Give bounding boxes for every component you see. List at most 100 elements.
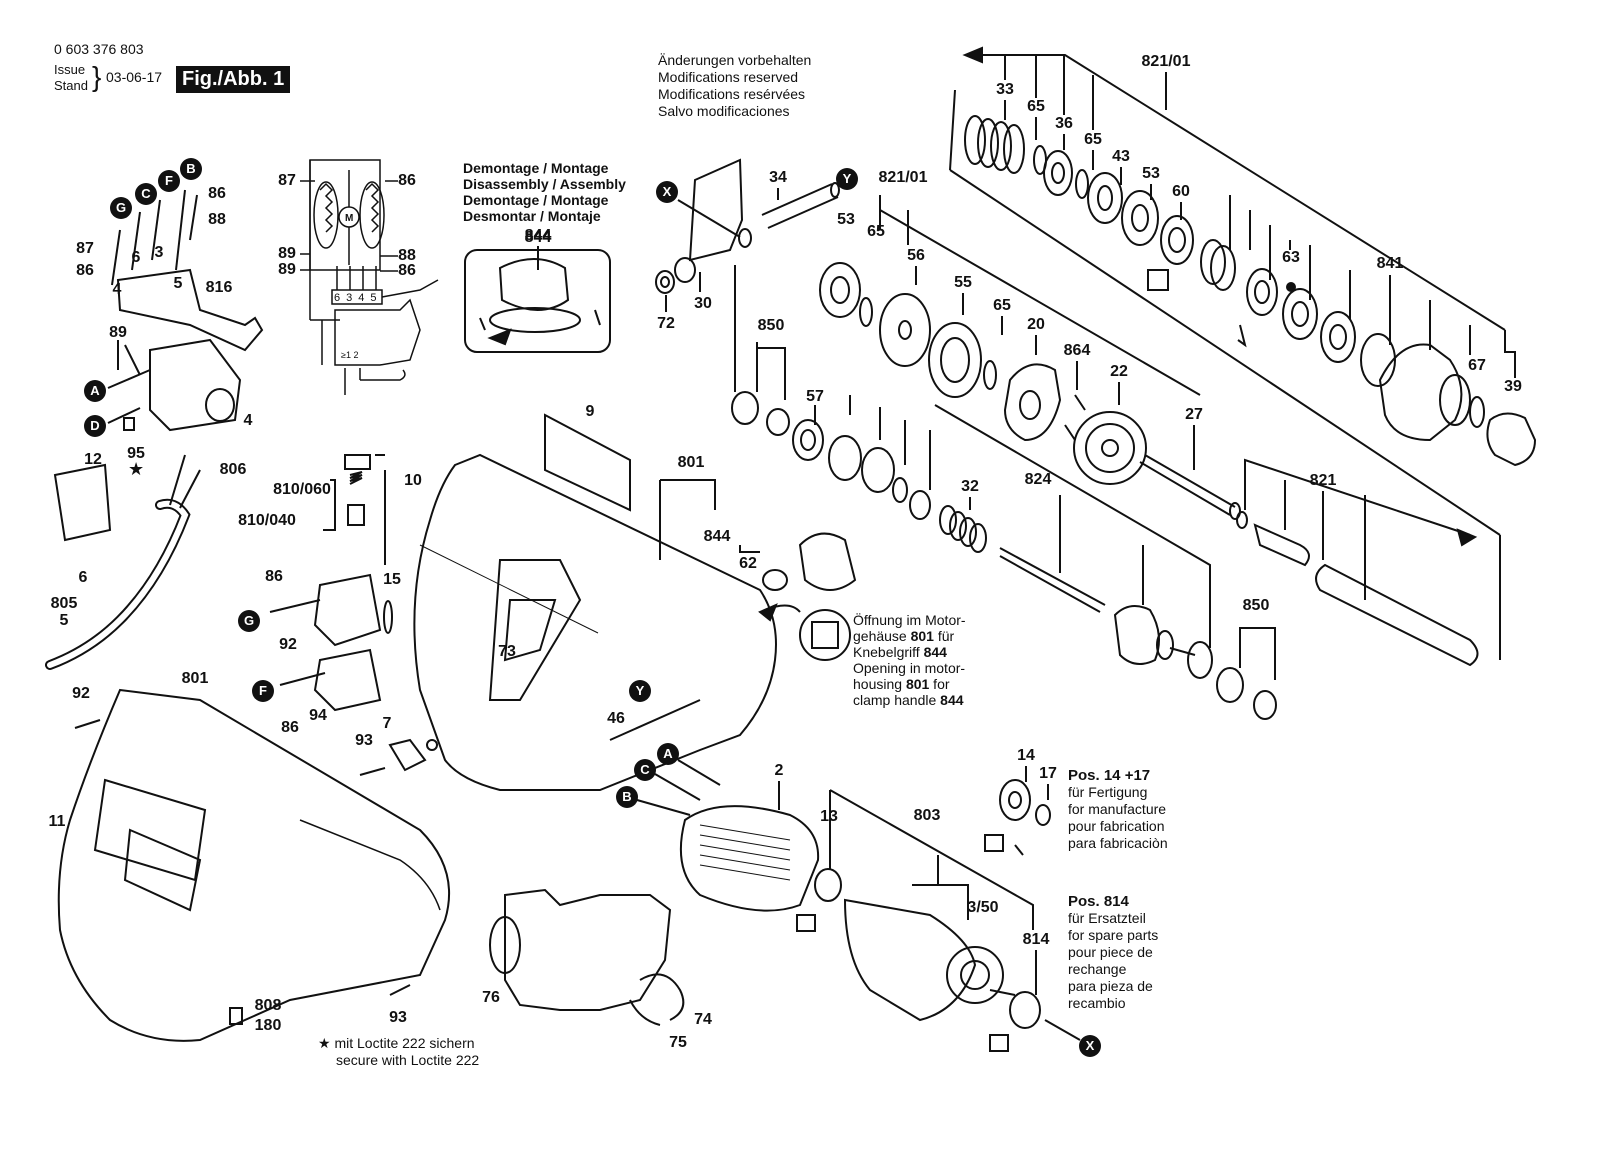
part-label-p841: 841 [1376, 255, 1404, 272]
loctite-line: secure with Loctite 222 [336, 1052, 480, 1068]
field-coil-2 [636, 759, 820, 912]
handle-assembly-30-34-72 [655, 158, 840, 392]
part-label-p88b: 88 [208, 211, 226, 228]
part-label-p65b: 65 [1084, 131, 1102, 148]
star-symbol-95: ★ [128, 459, 145, 479]
part-label-p806: 806 [219, 461, 247, 478]
part-label-p816: 816 [205, 279, 233, 296]
part-label-p53b: 53 [837, 211, 855, 228]
part-label-p33: 33 [996, 81, 1014, 98]
spindle-821 [1236, 458, 1479, 667]
part-label-p86e: 86 [265, 568, 283, 585]
connection-marker-cX2: X [1079, 1035, 1101, 1057]
part-label-p62: 62 [739, 555, 757, 572]
issue-label: Issue [54, 62, 86, 77]
part-label-p11: 11 [48, 813, 66, 830]
part-label-p844b: 844 [703, 528, 731, 545]
part-label-p93a: 93 [355, 732, 373, 749]
cable-805 [45, 454, 201, 670]
part-label-p850a: 850 [757, 317, 785, 334]
pos-814-line: rechange [1068, 961, 1127, 977]
assembly-title: Demontage / Montage Disassembly / Assemb… [463, 160, 626, 224]
part-label-p43: 43 [1112, 148, 1130, 165]
pos-14-17-note: Pos. 14 +17 für Fertigung for manufactur… [1068, 767, 1168, 852]
part-label-p87a: 87 [278, 172, 296, 189]
part-label-p844a: 844 [524, 227, 552, 244]
part-label-p5a: 5 [173, 275, 183, 292]
assembly-line: Disassembly / Assembly [463, 176, 626, 192]
part-label-p821-01b: 821/01 [878, 169, 928, 186]
part-label-p803: 803 [913, 807, 941, 824]
part-label-p3-50: 3/50 [967, 899, 999, 916]
pos-814-line: für Ersatzteil [1068, 910, 1146, 926]
bracket-821-01-top [949, 46, 1516, 660]
housing-801-center [413, 413, 851, 791]
part-label-p12: 12 [84, 451, 102, 468]
part-label-p88a: 88 [398, 247, 416, 264]
pos-814-line: para pieza de [1068, 978, 1153, 994]
pos-14-17-line: for manufacture [1068, 801, 1167, 817]
stand-label: Stand [54, 78, 88, 93]
part-label-p67: 67 [1468, 357, 1486, 374]
part-label-p808: 808 [254, 997, 282, 1014]
connection-marker-cX1: X [656, 181, 678, 203]
assembly-line: Demontage / Montage [463, 160, 609, 176]
part-label-p20: 20 [1027, 316, 1045, 333]
part-label-p95: 95 [127, 445, 145, 462]
part-label-p801a: 801 [677, 454, 705, 471]
connection-marker-cF1: F [158, 170, 180, 192]
part-label-p46: 46 [607, 710, 625, 727]
part-label-p850b: 850 [1242, 597, 1270, 614]
assembly-part-label: 844 [524, 229, 552, 246]
part-label-p805: 805 [50, 595, 78, 612]
part-label-p22: 22 [1110, 363, 1128, 380]
spring-33 [964, 115, 1025, 174]
part-label-p17: 17 [1039, 765, 1057, 782]
loctite-line: ★ mit Loctite 222 sichern [318, 1035, 475, 1051]
part-label-p75: 75 [669, 1034, 687, 1051]
part-label-p89a: 89 [278, 245, 296, 262]
modifications-note: Änderungen vorbehalten Modifications res… [658, 52, 811, 120]
screw-parts-7-93 [359, 738, 438, 776]
part-label-p810-040: 810/040 [238, 512, 296, 529]
part-label-p27: 27 [1185, 406, 1203, 423]
pos-814-title: Pos. 814 [1068, 893, 1129, 910]
opening-line: gehäuse 801 für [853, 628, 955, 644]
modifications-line: Änderungen vorbehalten [658, 52, 812, 68]
part-label-p821: 821 [1309, 472, 1337, 489]
connection-marker-cB2: B [616, 786, 638, 808]
part-number: 0 603 376 803 [54, 41, 144, 57]
connection-marker-cA2: A [657, 743, 679, 765]
part-label-p56: 56 [907, 247, 925, 264]
clamp-handle-844 [739, 532, 857, 591]
switch-parts-816 [53, 189, 264, 542]
opening-line: Öffnung im Motor- [853, 612, 966, 628]
figure-label: Fig./Abb. 1 [176, 66, 291, 93]
connection-marker-cY1: Y [836, 168, 858, 190]
connection-marker-cC1: C [135, 183, 157, 205]
housing-801-left [57, 688, 451, 1042]
chuck-housing-841 [1378, 343, 1537, 467]
bracket-lines-1166 [1147, 195, 1471, 355]
part-label-p810-060: 810/060 [273, 481, 331, 498]
part-label-p15: 15 [383, 571, 401, 588]
part-label-p86a: 86 [398, 172, 416, 189]
part-label-p864: 864 [1063, 342, 1091, 359]
part-label-p65c: 65 [867, 223, 885, 240]
part-label-p65d: 65 [993, 297, 1011, 314]
part-label-p9: 9 [585, 403, 595, 420]
part-label-p3: 3 [154, 244, 164, 261]
connection-marker-cB1: B [180, 158, 202, 180]
part-label-p73: 73 [498, 643, 516, 660]
connection-marker-cF2: F [252, 680, 274, 702]
part-label-p180: 180 [254, 1017, 282, 1034]
pos-814-line: for spare parts [1068, 927, 1159, 943]
armature-803 [796, 789, 1081, 1052]
part-label-p39: 39 [1504, 378, 1522, 395]
part-label-p92a: 92 [279, 636, 297, 653]
pos-814-line: pour piece de [1068, 944, 1153, 960]
pos-814-line: recambio [1068, 995, 1126, 1011]
connection-marker-cC2: C [634, 759, 656, 781]
assembly-line: Desmontar / Montaje [463, 208, 601, 224]
part-label-p57: 57 [806, 388, 824, 405]
